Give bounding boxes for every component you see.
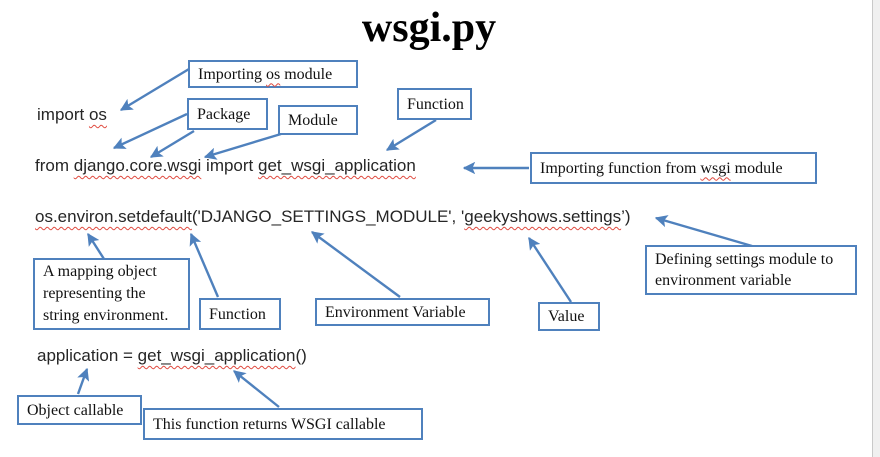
page-title: wsgi.py <box>361 5 497 51</box>
callout-text: module <box>280 65 333 83</box>
callout-defining-settings: Defining settings module to environment … <box>645 245 857 295</box>
arrow-mapping-to-environ <box>86 232 106 260</box>
callout-object-callable: Object callable <box>17 395 142 425</box>
callout-importing-os-module: Importing os module <box>188 60 358 88</box>
arrow-function-to-get-wsgi-application <box>385 118 437 152</box>
callout-text-misspelled: os <box>266 65 281 83</box>
arrow-package-to-django <box>112 112 188 150</box>
callout-text: Importing function from wsgi module <box>540 158 783 179</box>
callout-text: Environment Variable <box>325 303 466 321</box>
page-right-gutter <box>872 0 880 457</box>
callout-importing-function: Importing function from wsgi module <box>530 152 817 184</box>
callout-text: Importing <box>198 65 266 83</box>
callout-module: Module <box>278 105 358 135</box>
code-line-application: application = get_wsgi_application() <box>37 345 307 367</box>
callout-text: Object callable <box>27 401 124 419</box>
arrow-importing-os-to-import-os <box>119 67 190 112</box>
callout-text: Module <box>288 111 338 129</box>
code-text: () <box>295 346 307 365</box>
callout-text-misspelled: wsgi <box>700 159 731 177</box>
code-text-misspelled: get_wsgi_application <box>137 346 296 365</box>
code-text-misspelled: os.environ.setdefault <box>35 207 192 226</box>
code-line-from-import: from django.core.wsgi import get_wsgi_ap… <box>35 155 416 177</box>
code-text-misspelled: django.core.wsgi <box>73 156 202 175</box>
callout-package: Package <box>187 98 268 130</box>
code-line-setdefault: os.environ.setdefault('DJANGO_SETTINGS_M… <box>35 206 631 228</box>
callout-text: Defining settings module to environment … <box>655 251 834 289</box>
code-text: import <box>201 156 258 175</box>
arrow-env-variable-to-django-settings-module <box>310 231 401 298</box>
callout-text: Importing function from <box>540 159 701 177</box>
callout-function-setdefault: Function <box>199 298 281 330</box>
arrow-package-to-core <box>149 129 195 159</box>
callout-text: This function returns WSGI callable <box>153 415 386 433</box>
code-line-import-os: import os <box>37 104 107 126</box>
callout-function-import: Function <box>397 88 472 120</box>
callout-text: Function <box>209 305 266 323</box>
callout-text: module <box>730 159 783 177</box>
callout-text: Function <box>407 95 464 113</box>
code-text-misspelled: os <box>88 105 107 124</box>
callout-text: Value <box>548 308 585 325</box>
callout-wsgi-callable: This function returns WSGI callable <box>143 408 423 440</box>
arrow-defining-to-line3-end <box>654 215 753 248</box>
arrow-module-to-wsgi <box>203 132 282 160</box>
arrow-object-callable-to-application <box>76 367 90 395</box>
code-text: application = <box>37 346 138 365</box>
code-text: from <box>35 156 74 175</box>
arrow-value-to-geekyshows-settings <box>527 236 573 303</box>
callout-mapping-object: A mapping object representing the string… <box>33 258 190 330</box>
arrow-wsgi-callable-to-get-wsgi-application <box>233 370 280 408</box>
code-text: ’) <box>621 207 631 226</box>
code-text: ('DJANGO_SETTINGS_MODULE', ' <box>191 207 465 226</box>
code-text-misspelled: get_wsgi_application <box>258 156 416 175</box>
callout-text: A mapping object representing the string… <box>43 263 169 324</box>
code-text: import <box>37 105 89 124</box>
callout-environment-variable: Environment Variable <box>315 298 490 326</box>
callout-text: Package <box>197 105 251 123</box>
arrow-function-to-setdefault <box>189 232 220 298</box>
callout-value: Value <box>538 302 600 331</box>
callout-text: Importing os module <box>198 64 332 85</box>
code-text-misspelled: geekyshows.settings <box>464 207 622 226</box>
